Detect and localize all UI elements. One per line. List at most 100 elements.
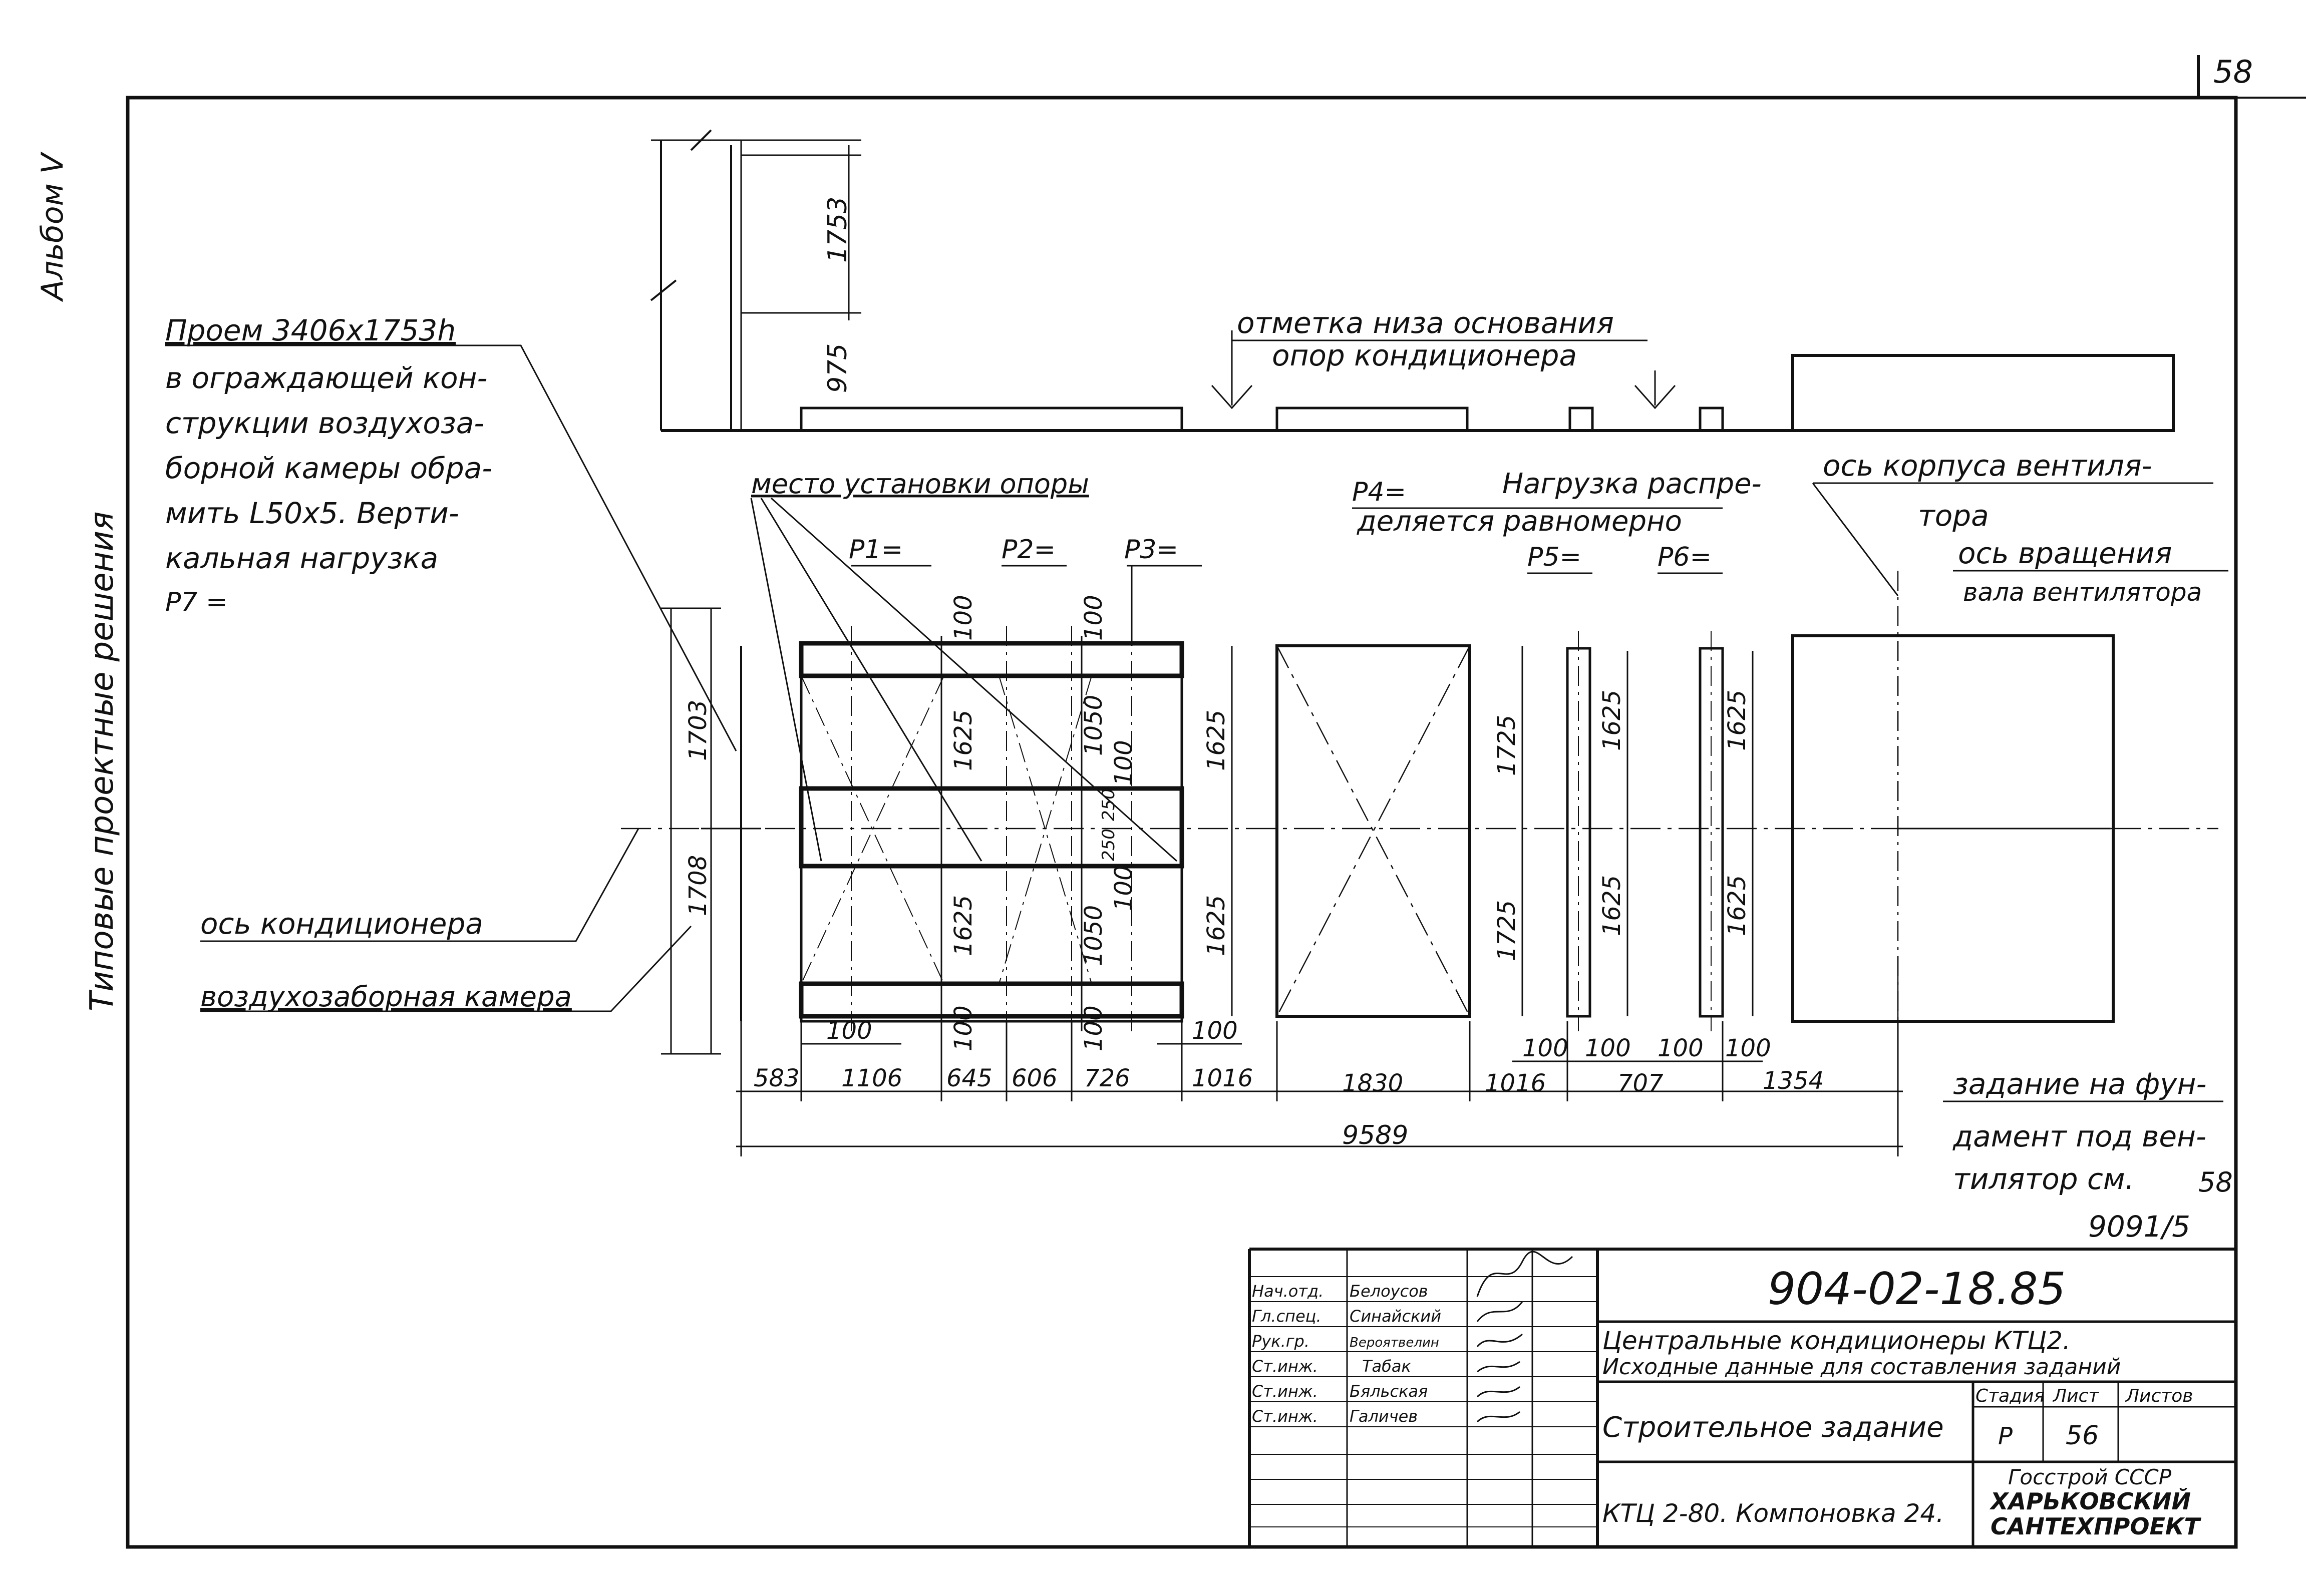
opening-title: Проем 3406х1753h bbox=[165, 313, 456, 347]
name-1: Белоусов bbox=[1350, 1282, 1428, 1301]
dim-726: 726 bbox=[1084, 1064, 1130, 1092]
dim-p2-100-d: 100 bbox=[1080, 1005, 1108, 1051]
opening-line3: борной камеры обра- bbox=[165, 451, 492, 485]
dim-p3-1625-top: 1625 bbox=[1202, 710, 1230, 771]
p4-label: P4= bbox=[1352, 477, 1406, 507]
elevation-view bbox=[650, 129, 2175, 432]
drawing-code: 904-02-18.85 bbox=[1768, 1263, 2066, 1315]
plan-dimensions: 1703 1708 100 1625 1625 100 100 1050 100… bbox=[684, 595, 1824, 1150]
foundation-line4: 9091/5 bbox=[2088, 1210, 2190, 1244]
dim-p2-250-b: 250 bbox=[1099, 829, 1119, 861]
org-line3: САНТЕХПРОЕКТ bbox=[1991, 1513, 2201, 1540]
plan-view bbox=[621, 571, 2218, 1156]
dim-583: 583 bbox=[754, 1064, 800, 1092]
approval-roles: Нач.отд. Гл.спец. Рук.гр. Ст.инж. Ст.инж… bbox=[1252, 1282, 1324, 1426]
sheet-label: Лист bbox=[2052, 1386, 2099, 1406]
opening-line4: мить L50х5. Верти- bbox=[165, 496, 459, 530]
dim-p2-100-b: 100 bbox=[1110, 740, 1138, 786]
p2-label: P2= bbox=[1002, 535, 1056, 565]
dim-small-100-4: 100 bbox=[1585, 1034, 1631, 1062]
drawing-frame bbox=[126, 55, 2306, 1549]
dim-small-100-3: 100 bbox=[1522, 1034, 1568, 1062]
support-base-line2: опор кондиционера bbox=[1272, 338, 1577, 372]
project-line1: Центральные кондиционеры КТЦ2. bbox=[1602, 1326, 2071, 1355]
dim-small-100-1: 100 bbox=[826, 1017, 872, 1045]
name-2: Синайский bbox=[1350, 1307, 1441, 1326]
rotation-axis-line2: вала вентилятора bbox=[1963, 578, 2202, 607]
elev-dim-975: 975 bbox=[823, 343, 853, 393]
sheet-title: Строительное задание bbox=[1602, 1411, 1944, 1444]
foundation-ref: 58 bbox=[2198, 1166, 2233, 1198]
name-3: Вероятвелин bbox=[1350, 1335, 1439, 1350]
dim-p2-1050-top: 1050 bbox=[1080, 695, 1108, 756]
dim-p1-1625-top: 1625 bbox=[949, 710, 977, 771]
dim-1106: 1106 bbox=[841, 1064, 902, 1092]
dim-p5-1625-top: 1625 bbox=[1598, 690, 1626, 751]
p5-label: P5= bbox=[1527, 542, 1581, 572]
role-3: Рук.гр. bbox=[1252, 1332, 1309, 1351]
role-5: Ст.инж. bbox=[1252, 1382, 1318, 1401]
stage-value: Р bbox=[1998, 1422, 2013, 1450]
org-line2: ХАРЬКОВСКИЙ bbox=[1989, 1488, 2191, 1515]
dim-left-1708: 1708 bbox=[684, 855, 712, 916]
name-4: Табак bbox=[1362, 1357, 1412, 1376]
approval-names: Белоусов Синайский Вероятвелин Табак Бял… bbox=[1350, 1282, 1441, 1426]
dim-p6-1625-top: 1625 bbox=[1723, 690, 1751, 751]
dim-p4-1725-top: 1725 bbox=[1493, 715, 1521, 776]
role-4: Ст.инж. bbox=[1252, 1357, 1318, 1376]
dim-p6-1625-bottom: 1625 bbox=[1723, 875, 1751, 936]
conditioner-axis-label: ось кондиционера bbox=[200, 907, 483, 941]
foundation-line1: задание на фун- bbox=[1953, 1067, 2206, 1101]
dim-small-100-2: 100 bbox=[1192, 1017, 1238, 1045]
fan-body-axis-line2: тора bbox=[1918, 499, 1989, 533]
elev-dim-1753: 1753 bbox=[823, 197, 853, 263]
dim-small-100-5: 100 bbox=[1658, 1034, 1704, 1062]
series-label: Типовые проектные решения bbox=[84, 511, 121, 1011]
support-place-label: место установки опоры bbox=[751, 468, 1089, 500]
opening-line5: кальная нагрузка bbox=[165, 541, 438, 575]
dim-left-1703: 1703 bbox=[684, 700, 712, 761]
dim-p1-1625-bottom: 1625 bbox=[949, 895, 977, 956]
role-6: Ст.инж. bbox=[1252, 1407, 1318, 1426]
page-number: 58 bbox=[2213, 54, 2253, 90]
intake-chamber-label: воздухозаборная камера bbox=[200, 981, 572, 1013]
layout-name: КТЦ 2-80. Компоновка 24. bbox=[1602, 1499, 1944, 1528]
p4-load-line1: Нагрузка распре- bbox=[1502, 468, 1762, 500]
dim-645: 645 bbox=[946, 1064, 993, 1092]
dim-p4-1725-bottom: 1725 bbox=[1493, 900, 1521, 961]
p4-load-line2: деляется равномерно bbox=[1357, 505, 1682, 538]
opening-line1: в ограждающей кон- bbox=[165, 361, 487, 395]
stage-label: Стадия bbox=[1975, 1386, 2045, 1406]
dim-small-100-6: 100 bbox=[1725, 1034, 1771, 1062]
dim-p2-250-a: 250 bbox=[1099, 788, 1119, 821]
p6-label: P6= bbox=[1658, 542, 1712, 572]
dim-707: 707 bbox=[1617, 1069, 1664, 1097]
role-1: Нач.отд. bbox=[1252, 1282, 1324, 1301]
dim-total-9589: 9589 bbox=[1342, 1120, 1408, 1150]
dim-1830: 1830 bbox=[1342, 1069, 1403, 1097]
opening-line6: P7 = bbox=[165, 587, 228, 617]
dim-1354: 1354 bbox=[1763, 1067, 1824, 1095]
role-2: Гл.спец. bbox=[1252, 1307, 1322, 1326]
dim-p2-100-a: 100 bbox=[1080, 595, 1108, 641]
foundation-line2: дамент под вен- bbox=[1952, 1119, 2206, 1153]
dim-p2-1050-bottom: 1050 bbox=[1080, 905, 1108, 966]
name-6: Галичев bbox=[1350, 1407, 1418, 1426]
foundation-line3: тилятор см. bbox=[1953, 1162, 2134, 1196]
dim-p1-100-bottom: 100 bbox=[949, 1005, 977, 1051]
dim-p2-100-c: 100 bbox=[1110, 865, 1138, 911]
dim-606: 606 bbox=[1012, 1064, 1058, 1092]
rotation-axis-line1: ось вращения bbox=[1958, 536, 2172, 570]
dim-1016-b: 1016 bbox=[1485, 1069, 1546, 1097]
project-line2: Исходные данные для составления заданий bbox=[1602, 1354, 2121, 1380]
album-label: Альбом V bbox=[35, 151, 70, 302]
org-line1: Госстрой СССР bbox=[2008, 1465, 2172, 1489]
dim-p1-100-top: 100 bbox=[949, 595, 977, 641]
sheets-label: Листов bbox=[2125, 1386, 2193, 1406]
opening-line2: струкции воздухоза- bbox=[165, 406, 484, 440]
dim-1016-a: 1016 bbox=[1192, 1064, 1253, 1092]
p3-label: P3= bbox=[1124, 535, 1178, 565]
signatures bbox=[1476, 1251, 1573, 1423]
sheet-value: 56 bbox=[2066, 1421, 2099, 1451]
fan-body-axis-line1: ось корпуса вентиля- bbox=[1823, 449, 2152, 483]
